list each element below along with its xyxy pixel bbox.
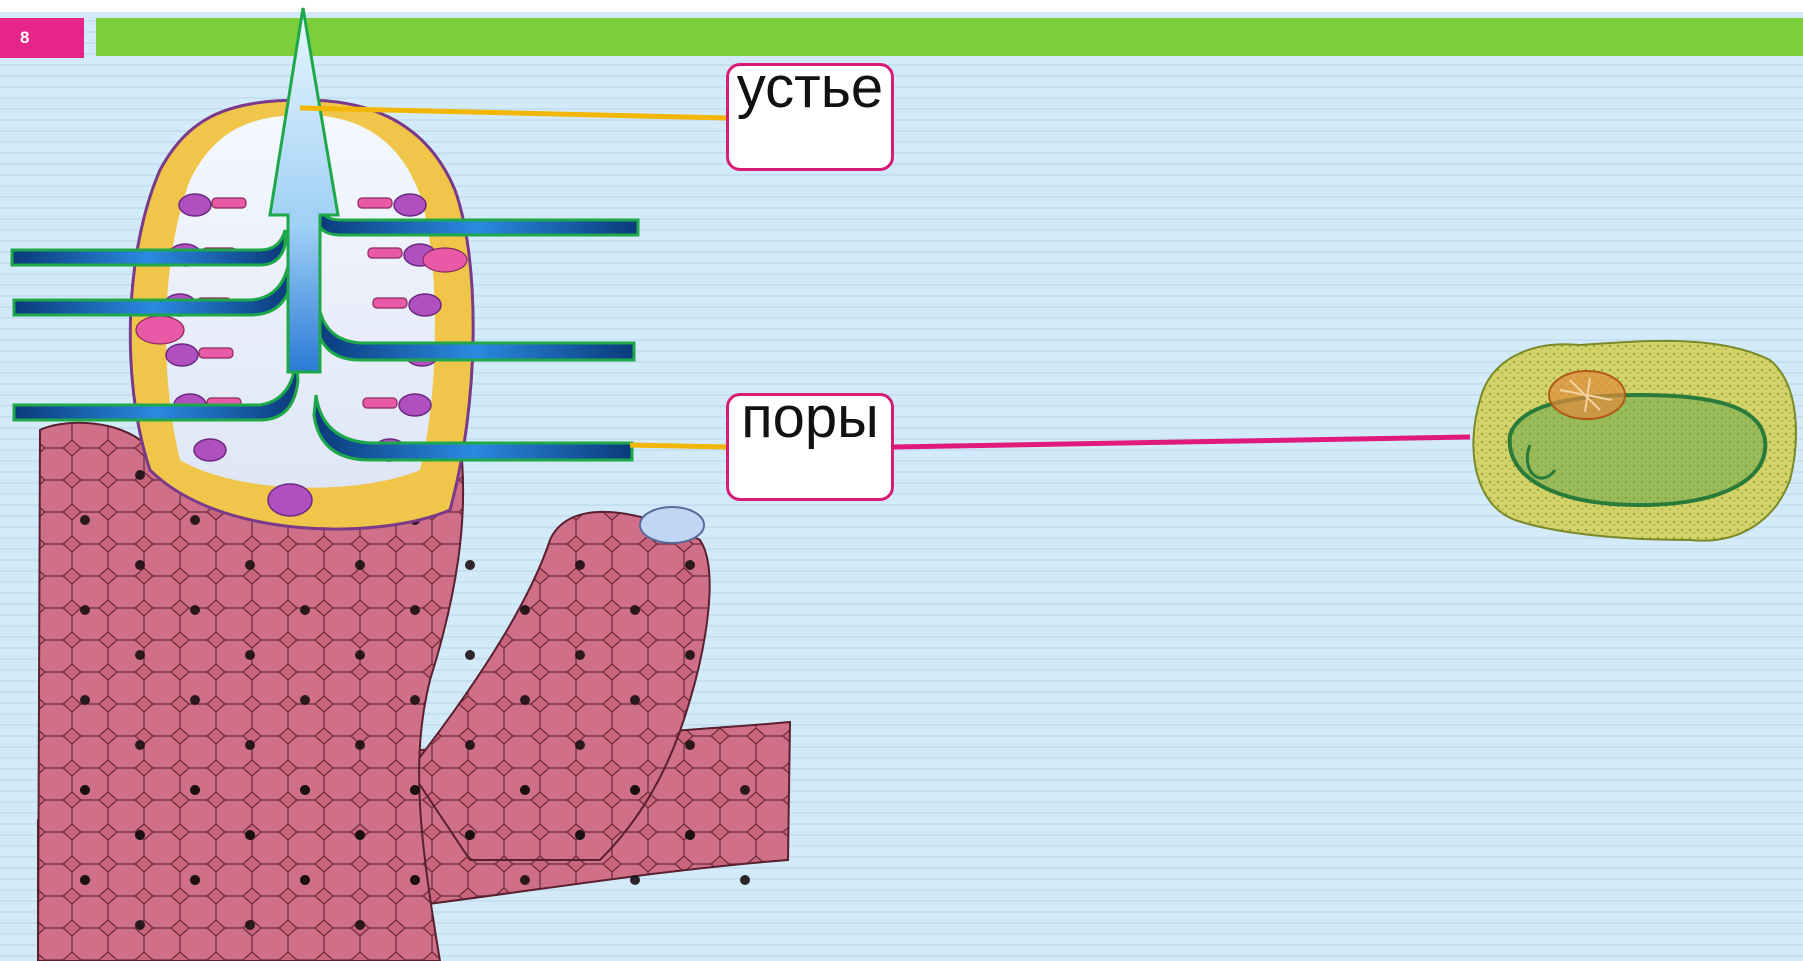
cell-icon xyxy=(1472,339,1797,542)
outflow-arrow-icon xyxy=(268,7,340,374)
ostium-label: устье xyxy=(726,58,894,171)
slide-number: 8 xyxy=(0,18,84,58)
ostium-leader-line xyxy=(299,105,729,121)
cell-leader-line xyxy=(892,434,1471,450)
pores-label-text: поры xyxy=(741,385,879,450)
title-bar xyxy=(96,18,1803,56)
ostium-label-text: устье xyxy=(736,55,884,120)
top-strip xyxy=(0,0,1803,12)
pores-leader-line xyxy=(629,442,729,450)
pores-label: поры xyxy=(726,388,894,501)
